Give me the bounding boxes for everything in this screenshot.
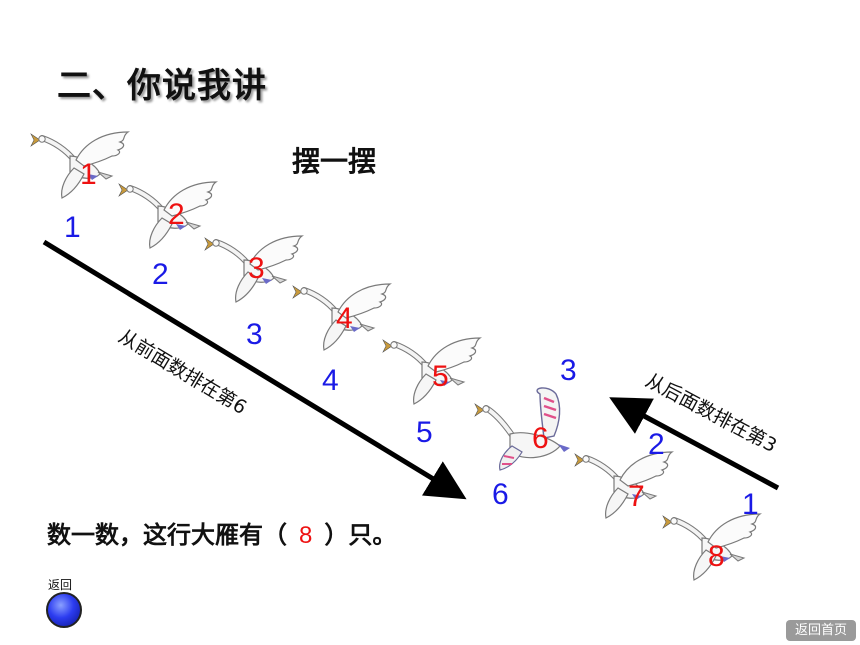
goose-number: 7 [628,480,645,513]
page-title: 二、你说我讲 [57,66,267,106]
goose-number: 3 [248,252,265,285]
back-button[interactable] [46,592,82,628]
goose-number: 2 [168,198,185,231]
front-number: 5 [416,416,433,449]
back-button-label: 返回 [48,578,73,592]
back-number: 2 [648,428,665,461]
goose-number: 1 [80,158,97,191]
goose-number: 5 [432,360,449,393]
question-sentence: 数一数，这行大雁有（ 8 ）只。 [47,515,396,550]
front-number: 4 [322,364,339,397]
front-number: 1 [64,211,81,244]
subtitle: 摆一摆 [292,145,377,178]
back-count-arrow [609,397,780,491]
front-number: 3 [246,318,263,351]
front-number: 6 [492,478,509,511]
goose-number: 8 [708,540,725,573]
back-number: 3 [560,354,577,387]
question-before: 数一数，这行大雁有（ [47,521,287,549]
goose-icon [575,452,672,518]
goose-number: 6 [532,422,549,455]
home-button[interactable]: 返回首页 [786,620,856,641]
question-after: ）只。 [324,521,397,549]
back-number: 1 [742,488,759,521]
highlighted-goose-icon [474,387,570,471]
answer-value: 8 [299,522,313,549]
front-number: 2 [152,258,169,291]
goose-number: 4 [336,302,353,335]
front-count-arrow [42,239,467,500]
